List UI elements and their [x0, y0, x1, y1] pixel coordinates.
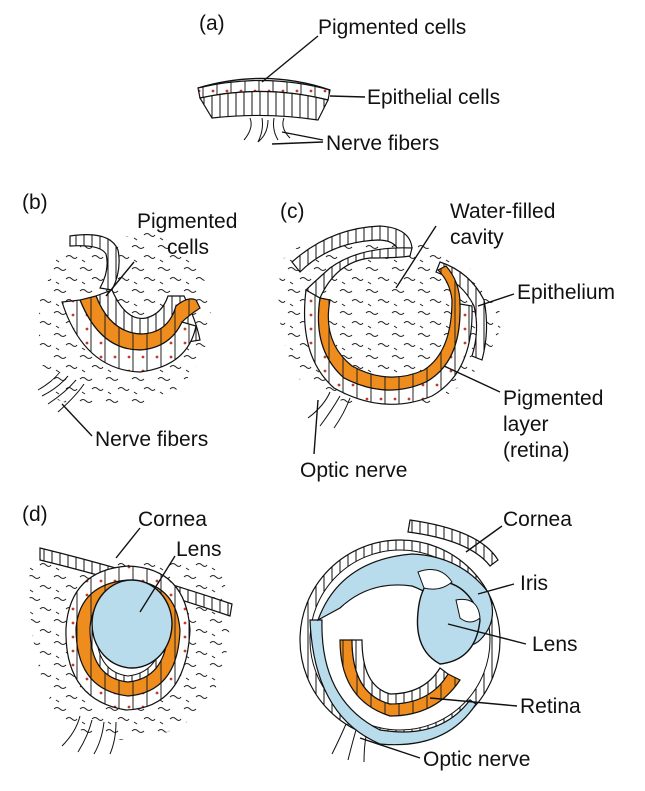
flat-eyespot-drawing — [197, 77, 331, 143]
label-e-lens: Lens — [532, 633, 578, 656]
label-e-retina: Retina — [520, 695, 581, 718]
cup-eyespot-drawing — [37, 230, 211, 413]
label-b-nerve-fibers: Nerve fibers — [95, 428, 208, 451]
label-c-pigmented-3: (retina) — [503, 439, 570, 462]
leader-b-nerve — [61, 403, 93, 437]
leader-a-epithelial — [329, 95, 366, 98]
label-a-epithelial-cells: Epithelial cells — [367, 86, 500, 109]
label-b-pigmented-2: cells — [167, 236, 209, 259]
label-a-pigmented-cells: Pigmented cells — [318, 16, 466, 39]
label-d-cornea: Cornea — [138, 508, 207, 531]
panel-a: (a) Pigmented cells Epithelial cells Ner… — [197, 12, 500, 155]
leader-b-pigmented — [105, 261, 135, 297]
leader-c-optic — [313, 399, 319, 455]
panel-d-tag: (d) — [22, 503, 48, 526]
panel-a-tag: (a) — [199, 12, 225, 35]
lens-eye-drawing — [29, 547, 233, 755]
label-c-pigmented-1: Pigmented — [503, 387, 603, 410]
leader-e-iris — [477, 583, 515, 595]
pinhole-eye-drawing — [278, 225, 501, 429]
leader-e-retina — [429, 697, 518, 707]
panel-e: Cornea Iris Lens Retina Optic nerve — [299, 508, 581, 771]
leader-c-epithelium — [477, 293, 515, 307]
leader-a-pigmented — [261, 35, 319, 83]
label-d-lens: Lens — [176, 538, 222, 561]
leader-c-water — [395, 225, 437, 289]
panel-c-tag: (c) — [280, 200, 305, 223]
label-c-water-2: cavity — [450, 226, 504, 249]
complex-eye-drawing — [299, 519, 501, 763]
label-b-pigmented-1: Pigmented — [137, 210, 237, 233]
label-c-water-1: Water-filled — [450, 200, 555, 223]
leader-c-pigmented — [443, 365, 501, 393]
leader-d-lens — [139, 555, 176, 613]
label-e-optic-nerve: Optic nerve — [423, 748, 530, 771]
label-c-epithelium: Epithelium — [517, 281, 615, 304]
panel-c: (c) Water-filled cavity Epithelium Pigme… — [278, 200, 615, 482]
label-e-cornea: Cornea — [503, 508, 572, 531]
panel-b-tag: (b) — [22, 191, 48, 214]
leader-a-nerve-2 — [271, 141, 324, 145]
panel-d: (d) Cornea Lens — [22, 503, 233, 755]
label-c-optic-nerve: Optic nerve — [300, 459, 407, 482]
panel-b: (b) Pigmented cells Nerve fibers — [22, 191, 237, 451]
label-c-pigmented-2: layer — [503, 413, 549, 436]
label-a-nerve-fibers: Nerve fibers — [326, 132, 439, 155]
leader-e-cornea — [465, 525, 503, 553]
leader-e-optic — [359, 737, 421, 759]
leader-d-cornea — [115, 527, 141, 559]
label-e-iris: Iris — [520, 572, 548, 595]
leader-e-lens — [447, 623, 527, 645]
leader-a-nerve — [281, 131, 324, 141]
